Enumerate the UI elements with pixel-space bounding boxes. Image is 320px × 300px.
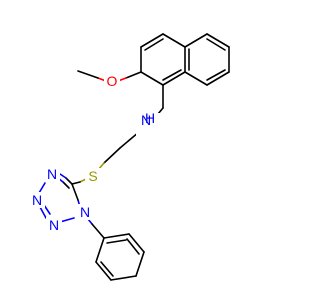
ethylthio-chain [97, 125, 142, 171]
tetrazole-n2-label: N [49, 217, 59, 233]
phenyl-ring [87, 218, 145, 281]
molecule-structure: O H N S N N N N [29, 33, 230, 281]
oxygen-label: O [107, 73, 118, 89]
amine-hydrogen-label: H [145, 110, 155, 126]
atom-label-tetrazole-n4: N [44, 166, 60, 182]
atom-label-oxygen: O [104, 73, 120, 89]
tetrazole-n3-label: N [32, 192, 42, 208]
atom-label-amine: H N [136, 110, 160, 143]
atom-label-tetrazole-n3: N [29, 192, 45, 208]
tetrazole-n1-label: N [80, 204, 90, 220]
atom-label-sulfur: S [85, 168, 101, 184]
atom-label-tetrazole-n2: N [46, 217, 62, 233]
atom-label-tetrazole-n1: N [77, 204, 93, 220]
naphthalene-ring [140, 33, 230, 86]
tetrazole-n4-label: N [47, 166, 57, 182]
sulfur-label: S [88, 168, 97, 184]
amine-nitrogen-label: N [141, 112, 151, 128]
